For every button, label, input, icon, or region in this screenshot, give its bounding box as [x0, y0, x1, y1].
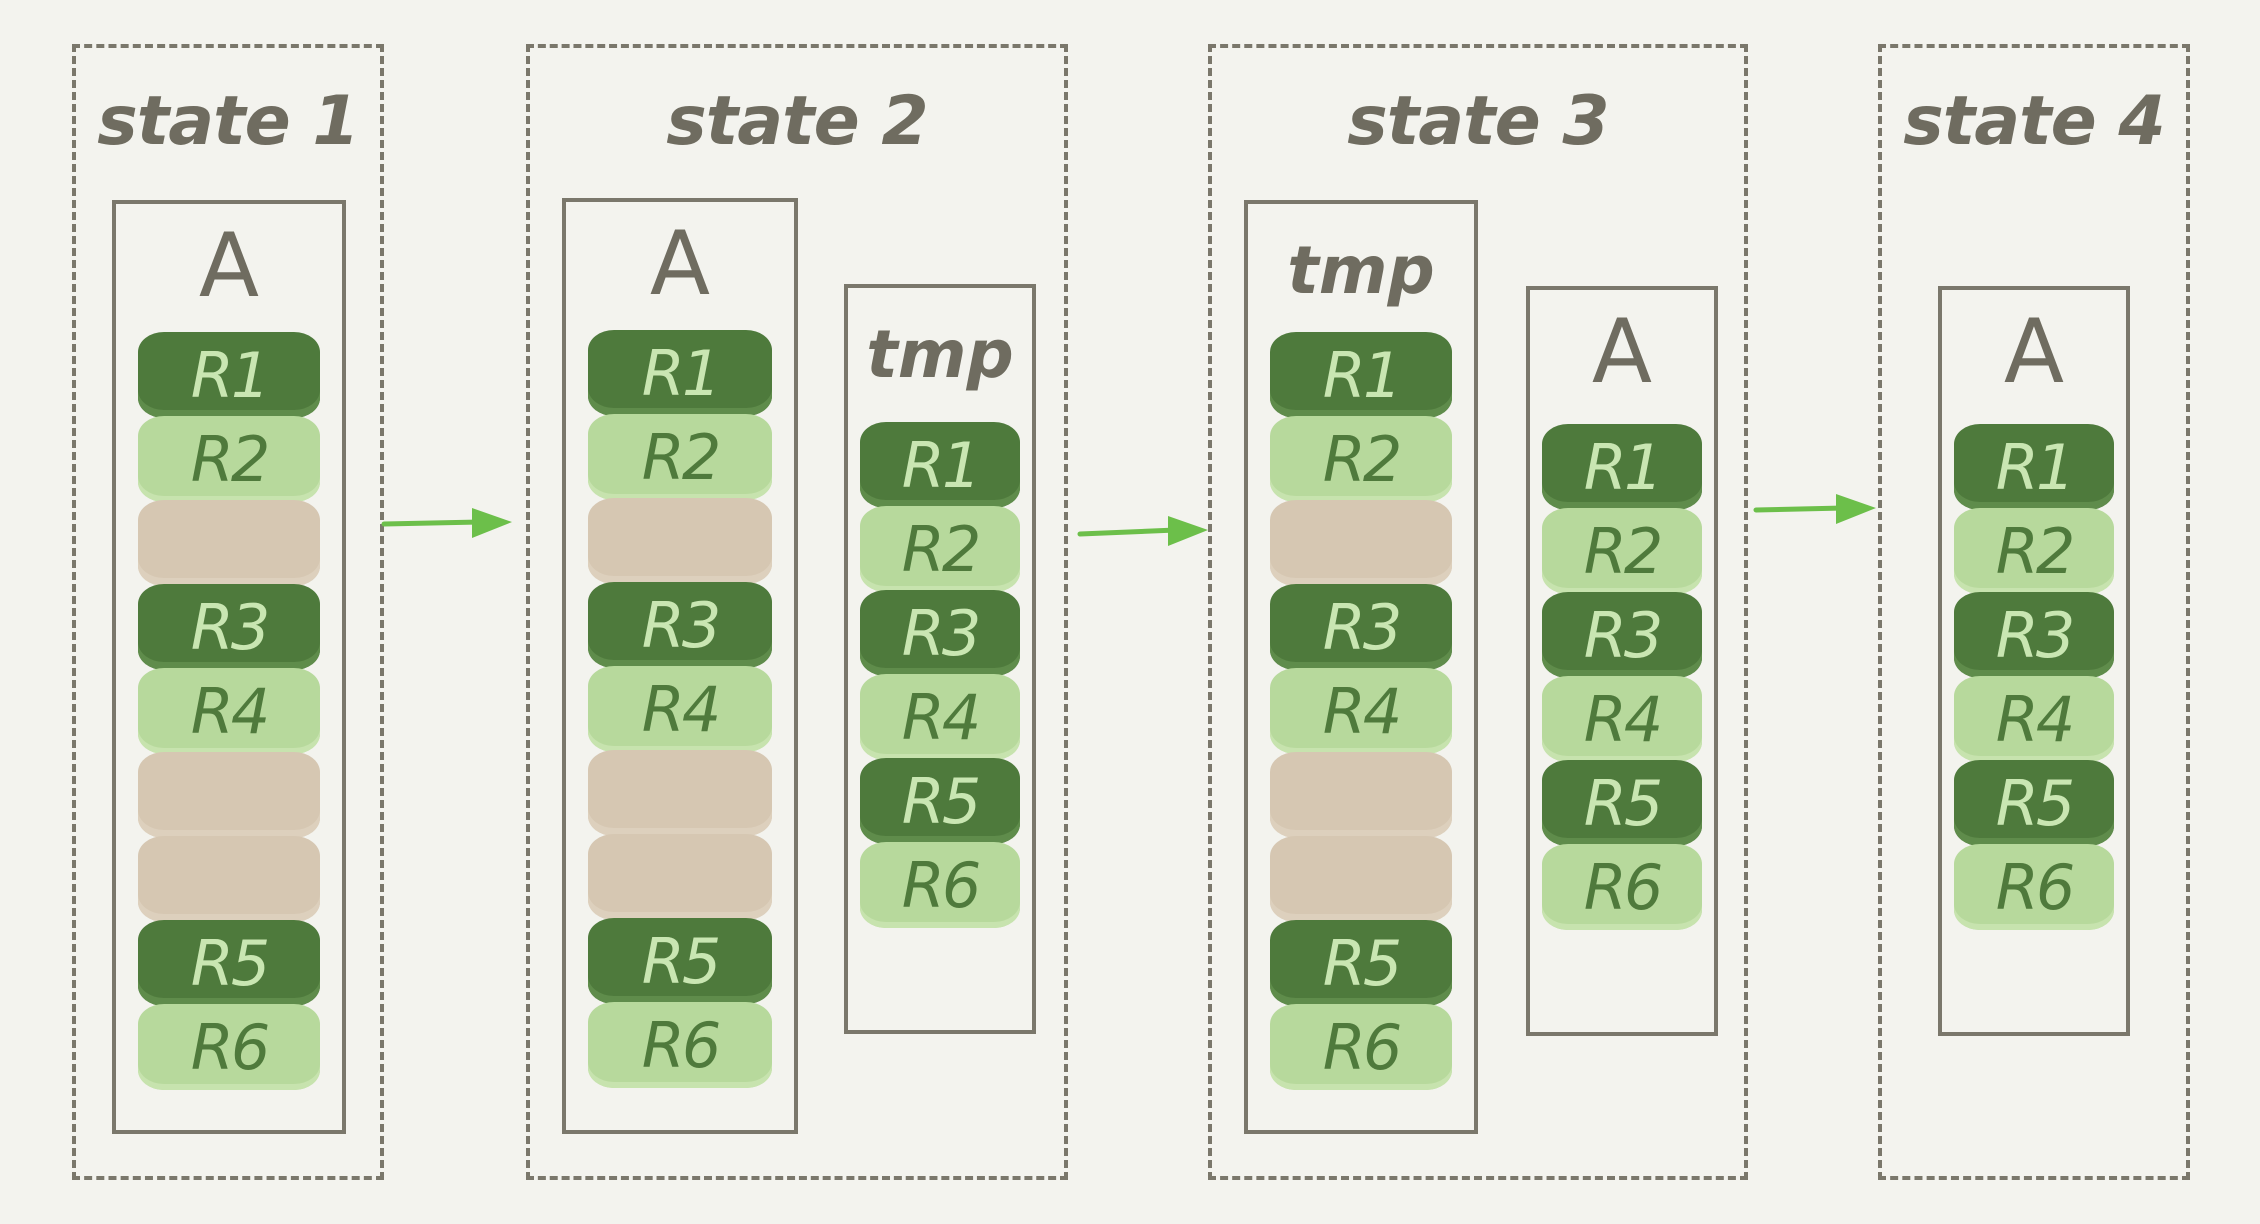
arrow-right-icon	[1077, 516, 1208, 546]
table-label: A	[198, 214, 260, 317]
table-label: tmp	[1287, 232, 1435, 309]
table-row: R4	[138, 668, 320, 754]
table-row: R6	[138, 1004, 320, 1090]
row-stack: R1 R2 R3 R4 R5 R6	[588, 330, 772, 1088]
arrow-right-icon	[1753, 494, 1876, 524]
state-2-table-tmp: tmp R1 R2 R3 R4 R5 R6	[844, 284, 1036, 1034]
state-2-group: state 2 A R1 R2 R3 R4 R5 R6 tmp R1 R2 R3…	[526, 44, 1068, 1180]
table-row: R3	[1542, 592, 1702, 678]
row-stack: R1 R2 R3 R4 R5 R6	[1954, 424, 2114, 930]
empty-row	[138, 752, 320, 838]
state-2-title: state 2	[666, 82, 928, 161]
table-row: R3	[1270, 584, 1452, 670]
table-row: R1	[1954, 424, 2114, 510]
state-3-title: state 3	[1347, 82, 1609, 161]
table-row: R4	[1542, 676, 1702, 762]
state-3-table-tmp: tmp R1 R2 R3 R4 R5 R6	[1244, 200, 1478, 1134]
table-label: A	[2003, 300, 2065, 403]
state-4-title: state 4	[1903, 82, 2165, 161]
table-row: R2	[1270, 416, 1452, 502]
empty-row	[1270, 836, 1452, 922]
state-3-group: state 3 tmp R1 R2 R3 R4 R5 R6 A R1 R2 R3…	[1208, 44, 1748, 1180]
state-1-group: state 1 A R1 R2 R3 R4 R5 R6	[72, 44, 384, 1180]
table-label: A	[1591, 300, 1653, 403]
empty-row	[1270, 500, 1452, 586]
table-row: R6	[1542, 844, 1702, 930]
table-row: R5	[1954, 760, 2114, 846]
table-row: R3	[138, 584, 320, 670]
row-stack: R1 R2 R3 R4 R5 R6	[1270, 332, 1452, 1090]
table-row: R3	[860, 590, 1020, 676]
state-4-group: state 4 A R1 R2 R3 R4 R5 R6	[1878, 44, 2190, 1180]
empty-row	[1270, 752, 1452, 838]
state-4-table-a: A R1 R2 R3 R4 R5 R6	[1938, 286, 2130, 1036]
state-2-table-a: A R1 R2 R3 R4 R5 R6	[562, 198, 798, 1134]
table-row: R1	[1270, 332, 1452, 418]
state-3-table-a: A R1 R2 R3 R4 R5 R6	[1526, 286, 1718, 1036]
table-row: R2	[138, 416, 320, 502]
table-row: R6	[1270, 1004, 1452, 1090]
table-row: R3	[1954, 592, 2114, 678]
table-row: R4	[1270, 668, 1452, 754]
empty-row	[588, 498, 772, 584]
arrow-right-icon	[381, 508, 512, 538]
table-row: R5	[588, 918, 772, 1004]
table-label: A	[649, 212, 711, 315]
table-row: R4	[588, 666, 772, 752]
table-row: R1	[588, 330, 772, 416]
table-row: R2	[860, 506, 1020, 592]
table-row: R5	[138, 920, 320, 1006]
table-row: R6	[588, 1002, 772, 1088]
table-row: R1	[138, 332, 320, 418]
table-row: R2	[588, 414, 772, 500]
row-stack: R1 R2 R3 R4 R5 R6	[138, 332, 320, 1090]
table-row: R5	[1270, 920, 1452, 1006]
empty-row	[138, 836, 320, 922]
table-row: R2	[1542, 508, 1702, 594]
empty-row	[138, 500, 320, 586]
table-row: R2	[1954, 508, 2114, 594]
empty-row	[588, 834, 772, 920]
table-row: R3	[588, 582, 772, 668]
state-1-table-a: A R1 R2 R3 R4 R5 R6	[112, 200, 346, 1134]
table-row: R5	[1542, 760, 1702, 846]
row-stack: R1 R2 R3 R4 R5 R6	[1542, 424, 1702, 930]
table-row: R4	[1954, 676, 2114, 762]
table-label: tmp	[866, 316, 1014, 393]
state-1-title: state 1	[97, 82, 359, 161]
empty-row	[588, 750, 772, 836]
row-stack: R1 R2 R3 R4 R5 R6	[860, 422, 1020, 928]
table-row: R6	[860, 842, 1020, 928]
table-row: R1	[860, 422, 1020, 508]
table-row: R6	[1954, 844, 2114, 930]
table-row: R5	[860, 758, 1020, 844]
table-row: R4	[860, 674, 1020, 760]
table-row: R1	[1542, 424, 1702, 510]
